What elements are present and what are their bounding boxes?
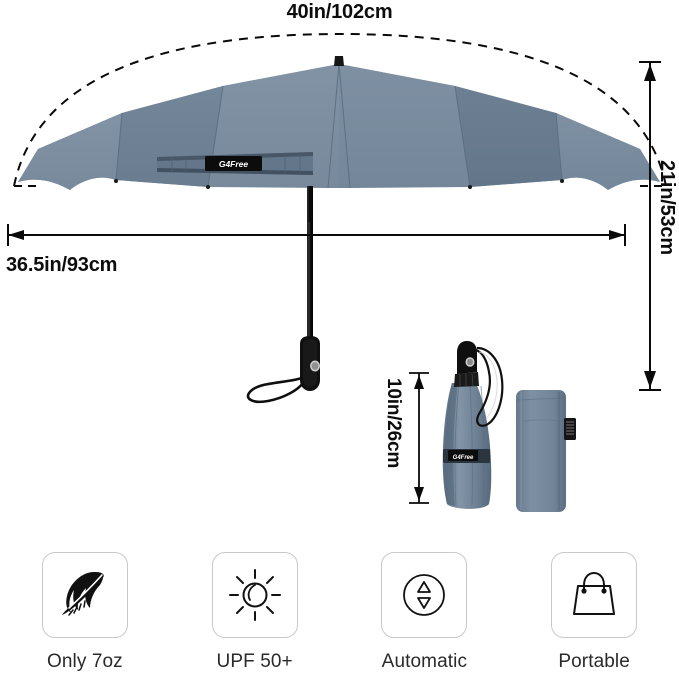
feature-icon-box: [381, 552, 468, 638]
umbrella-canopy: G4Free: [18, 56, 660, 190]
feature-item-automatic: Automatic: [349, 552, 499, 673]
height-dimension-line: [639, 61, 661, 391]
feature-list: Only 7oz: [0, 552, 679, 687]
folded-length-dimension-line: [409, 372, 429, 504]
feature-icon-box: [211, 552, 298, 638]
width-dimension-line: [7, 224, 626, 246]
feature-label: Automatic: [381, 651, 468, 672]
umbrella-shaft-and-handle: [246, 186, 320, 404]
feature-item-upf: UPF 50+: [180, 552, 330, 673]
feature-label: UPF 50+: [216, 651, 293, 672]
feature-item-portable: Portable: [519, 552, 669, 673]
folded-umbrella: G4Free: [442, 341, 504, 509]
open-height-dimension-label: 21in/53cm: [656, 160, 678, 255]
folded-brand-tag-text: G4Free: [453, 455, 474, 461]
canopy-arc-dimension-label: 40in/102cm: [286, 1, 393, 23]
canopy-span-arc: [13, 32, 667, 187]
carrying-sleeve: [515, 390, 576, 512]
folded-length-dimension-label: 10in/26cm: [383, 378, 404, 469]
feature-icon-box: [41, 552, 128, 638]
canopy-width-dimension-label: 36.5in/93cm: [6, 254, 118, 276]
brand-tag-text: G4Free: [219, 159, 249, 169]
feature-label: Only 7oz: [46, 651, 123, 672]
feature-item-lightweight: Only 7oz: [10, 552, 160, 673]
feature-icon-box: [551, 552, 638, 638]
feather-icon: [61, 572, 104, 616]
auto-open-close-icon: [403, 574, 446, 616]
canopy-closure-band: G4Free: [157, 152, 313, 175]
feature-label: Portable: [558, 651, 630, 672]
handbag-icon: [573, 571, 616, 615]
sun-icon: [228, 569, 281, 621]
